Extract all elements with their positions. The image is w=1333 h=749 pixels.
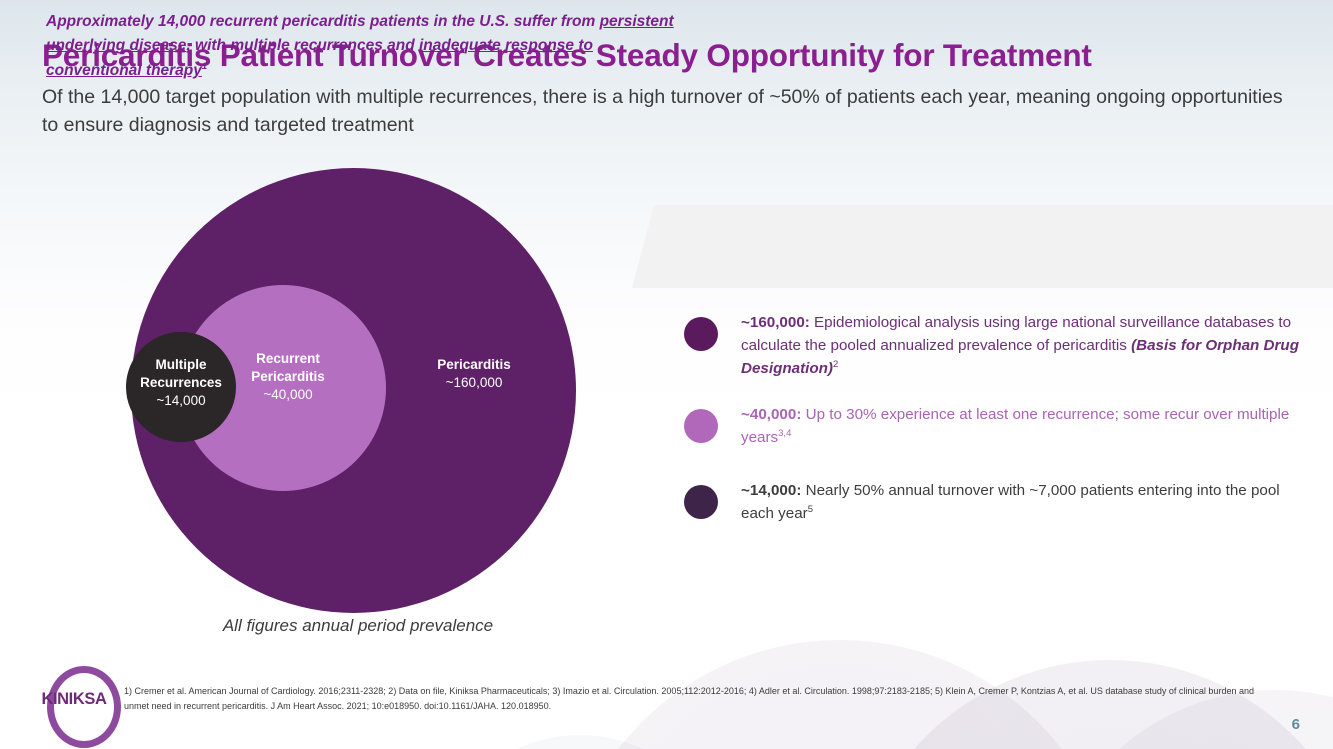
footnotes: 1) Cremer et al. American Journal of Car…	[124, 686, 1254, 711]
bullet-dot-icon-14000	[684, 484, 718, 519]
logo-ring-icon	[47, 666, 121, 748]
bullet-body-14000: Nearly 50% annual turnover with ~7,000 p…	[741, 481, 1280, 522]
bullet-dot-icon-40000	[684, 409, 718, 444]
bullet-emphasis-160000: (Basis for Orphan Drug Designation)	[741, 336, 1299, 377]
bullet-item-40000: ~40,000: Up to 30% experience at least o…	[684, 404, 1304, 450]
kiniksa-logo: KINIKSA	[26, 663, 122, 748]
page-number: 6	[1291, 716, 1300, 733]
callout-footnote-ref: 1	[201, 60, 208, 72]
venn-label-pericarditis-value: ~160,000	[445, 375, 503, 391]
bullet-body-160000: Epidemiological analysis using large nat…	[741, 314, 1292, 354]
bullet-list: ~160,000: Epidemiological analysis using…	[684, 312, 1304, 550]
venn-label-multiple-recurrences: Multiple Recurrences ~14,000	[131, 356, 231, 411]
page-subtitle: Of the 14,000 target population with mul…	[42, 86, 1283, 136]
page-title: Pericarditis Patient Turnover Creates St…	[42, 37, 1092, 73]
callout-underline-1: persistent underlying disease	[46, 13, 674, 55]
callout-part-1: Approximately 14,000 recurrent pericardi…	[46, 13, 600, 30]
logo-wordmark: KINIKSA	[41, 690, 107, 708]
bullet-body-40000: Up to 30% experience at least one recurr…	[741, 406, 1290, 447]
venn-circle-multiple-recurrences	[126, 332, 236, 442]
callout-part-2: , with multiple recurrences and	[186, 37, 419, 55]
venn-label-recurrent-value: ~40,000	[263, 387, 313, 403]
venn-label-pericarditis-name: Pericarditis	[437, 357, 511, 372]
venn-label-multiple-value: ~14,000	[156, 393, 206, 409]
bullet-lead-40000: ~40,000:	[741, 406, 802, 424]
bullet-footnote-ref-160000: 2	[832, 358, 839, 370]
callout-underline-2: inadequate response to conventional ther…	[46, 37, 593, 79]
bullet-text-14000: ~14,000: Nearly 50% annual turnover with…	[741, 480, 1304, 526]
venn-label-multiple-line1: Multiple	[155, 357, 207, 372]
callout-text: Approximately 14,000 recurrent pericardi…	[46, 10, 676, 83]
bullet-lead-14000: ~14,000:	[741, 481, 802, 499]
bullet-text-160000: ~160,000: Epidemiological analysis using…	[741, 312, 1304, 380]
venn-diagram: Pericarditis ~160,000 Recurrent Pericard…	[118, 168, 598, 613]
bullet-item-14000: ~14,000: Nearly 50% annual turnover with…	[684, 480, 1304, 526]
bullet-lead-160000: ~160,000:	[741, 314, 810, 331]
venn-caption: All figures annual period prevalence	[222, 616, 494, 635]
bullet-footnote-ref-40000: 3,4	[778, 428, 792, 440]
bullet-item-160000: ~160,000: Epidemiological analysis using…	[684, 312, 1304, 380]
decorative-arc-4	[430, 735, 730, 749]
bullet-dot-icon-160000	[684, 317, 718, 351]
callout-banner	[632, 205, 1333, 288]
venn-label-pericarditis: Pericarditis ~160,000	[404, 356, 544, 392]
venn-label-recurrent-line2: Pericarditis	[251, 369, 325, 385]
venn-label-recurrent-line1: Recurrent	[256, 351, 320, 366]
venn-label-recurrent-pericarditis: Recurrent Pericarditis ~40,000	[233, 350, 343, 405]
bullet-footnote-ref-14000: 5	[807, 503, 813, 515]
bullet-text-40000: ~40,000: Up to 30% experience at least o…	[741, 404, 1304, 450]
venn-label-multiple-line2: Recurrences	[140, 375, 222, 391]
